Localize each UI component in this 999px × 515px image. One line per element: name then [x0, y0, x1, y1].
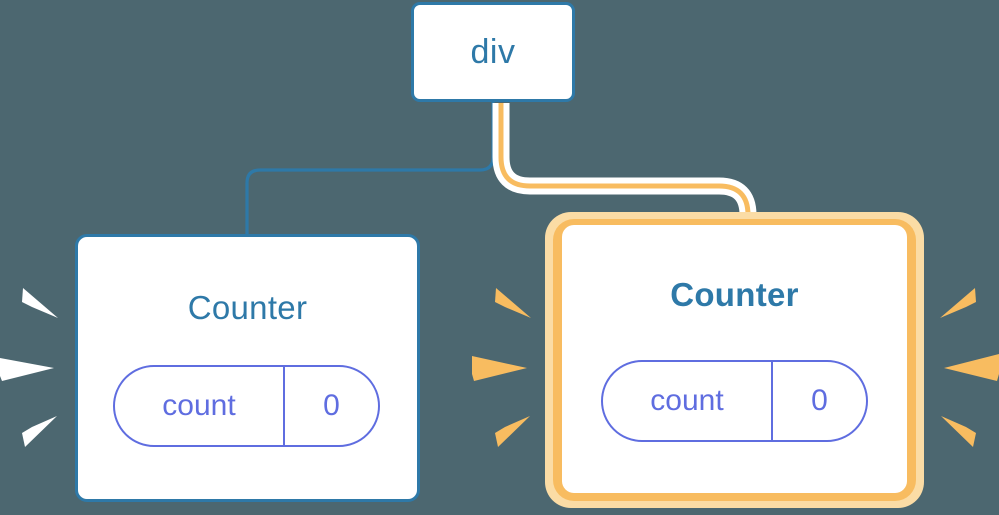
burst-ray — [941, 416, 976, 447]
node-counter-right[interactable]: Counter — [562, 225, 907, 493]
edge-div-to-counter-left — [245, 101, 495, 238]
burst-ray — [944, 354, 999, 381]
counter-right-prop-pill: count 0 — [601, 360, 868, 442]
node-counter-right-label: Counter — [670, 276, 799, 313]
pill-divider — [283, 367, 285, 445]
burst-ray — [0, 358, 54, 381]
burst-left-inner — [472, 288, 531, 447]
burst-ray — [495, 416, 530, 447]
burst-ray — [22, 288, 58, 318]
burst-ray — [940, 288, 976, 318]
counter-right-prop-value: 0 — [811, 384, 828, 417]
node-counter-left[interactable]: Counter — [75, 234, 420, 502]
counter-right-prop-name: count — [650, 384, 724, 417]
counter-left-prop-pill: count 0 — [113, 365, 380, 447]
edge-div-to-counter-right — [498, 103, 751, 242]
burst-ray — [22, 416, 57, 447]
node-div[interactable]: div — [411, 2, 575, 102]
burst-ray — [495, 288, 531, 318]
burst-left-outer — [0, 288, 58, 447]
node-counter-left-label: Counter — [187, 289, 308, 326]
pill-divider — [771, 362, 773, 440]
burst-ray — [472, 356, 527, 381]
node-div-label: div — [470, 33, 516, 71]
burst-right-outer — [940, 288, 999, 447]
counter-left-prop-value: 0 — [323, 389, 340, 422]
counter-left-prop-name: count — [162, 389, 236, 422]
